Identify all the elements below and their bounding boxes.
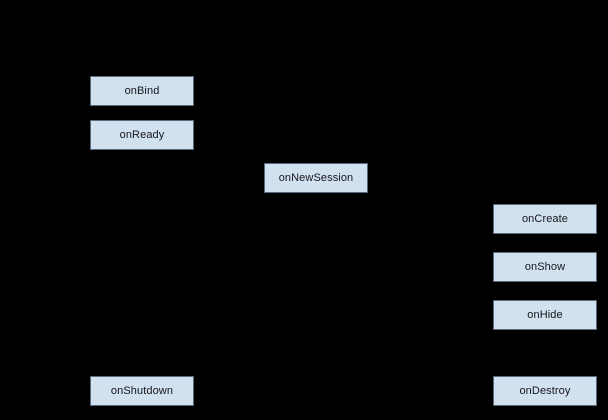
node-label: onReady bbox=[119, 128, 165, 141]
node-label: onDestroy bbox=[519, 384, 571, 397]
node-on-ready[interactable]: onReady bbox=[90, 120, 194, 150]
node-on-bind[interactable]: onBind bbox=[90, 76, 194, 106]
node-label: onCreate bbox=[521, 212, 569, 225]
node-label: onNewSession bbox=[278, 171, 354, 184]
node-on-destroy[interactable]: onDestroy bbox=[493, 376, 597, 406]
node-label: onShow bbox=[524, 260, 566, 273]
node-on-new-session[interactable]: onNewSession bbox=[264, 163, 368, 193]
node-on-show[interactable]: onShow bbox=[493, 252, 597, 282]
node-on-shutdown[interactable]: onShutdown bbox=[90, 376, 194, 406]
node-on-create[interactable]: onCreate bbox=[493, 204, 597, 234]
node-label: onBind bbox=[124, 84, 160, 97]
node-label: onHide bbox=[527, 308, 563, 321]
node-label: onShutdown bbox=[110, 384, 174, 397]
node-on-hide[interactable]: onHide bbox=[493, 300, 597, 330]
